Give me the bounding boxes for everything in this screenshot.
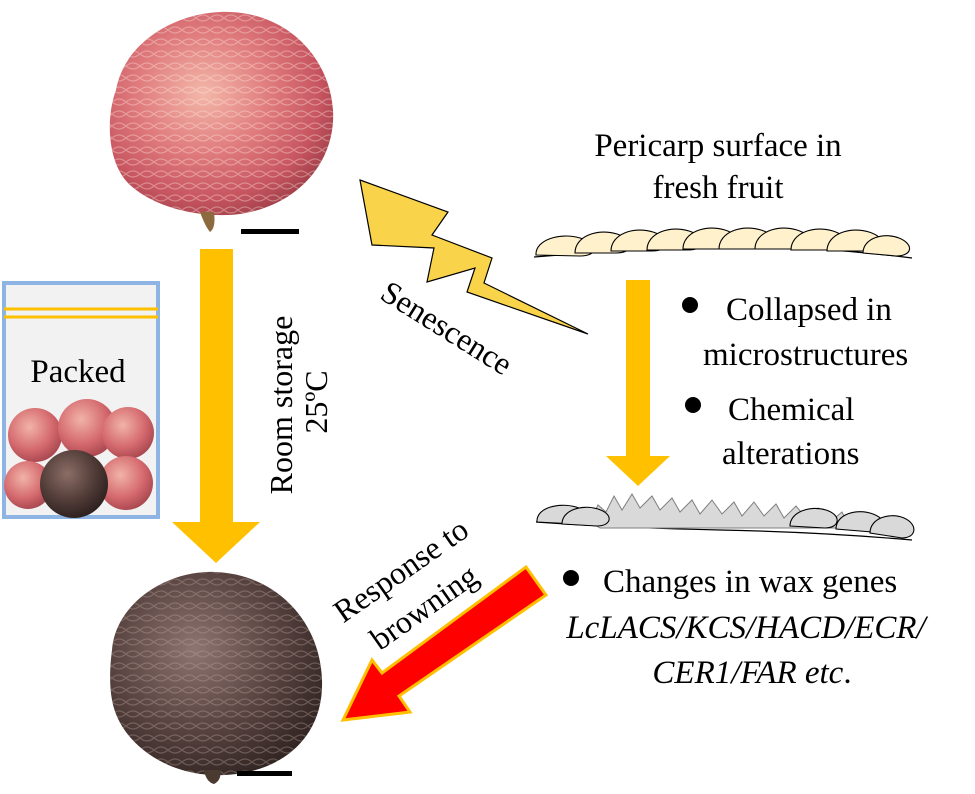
wax-genes-line2-end: . bbox=[843, 655, 851, 691]
browned-lychee-image bbox=[110, 571, 323, 784]
chemical-line1: Chemical bbox=[728, 392, 854, 428]
collapsed-line2: microstructures bbox=[703, 337, 908, 373]
bullet-icon-genes bbox=[563, 570, 579, 586]
collapsed-line1: Collapsed in bbox=[726, 292, 892, 328]
pericarp-change-arrow bbox=[606, 280, 670, 486]
scale-bar-bottom bbox=[237, 771, 292, 776]
wax-genes-line2: CER1/FAR etc. bbox=[652, 655, 851, 691]
pericarp-title-line1: Pericarp surface in bbox=[594, 128, 841, 164]
bullet-icon-collapsed bbox=[682, 297, 698, 313]
scale-bar-top bbox=[241, 229, 299, 234]
browning-response-arrow bbox=[340, 564, 549, 722]
pericarp-title-line2: fresh fruit bbox=[652, 170, 783, 206]
wax-genes-line2-italic: CER1/FAR etc bbox=[652, 655, 843, 691]
fresh-pericarp-cells bbox=[533, 227, 913, 259]
bullet-icon-chemical bbox=[685, 397, 701, 413]
packed-bag: Packed bbox=[2, 281, 160, 519]
packed-fruits bbox=[4, 399, 154, 518]
room-storage-arrow bbox=[172, 249, 260, 563]
damaged-pericarp-cells bbox=[535, 493, 915, 541]
fresh-lychee-image bbox=[109, 11, 334, 232]
chemical-line2: alterations bbox=[722, 436, 859, 472]
packed-label: Packed bbox=[30, 354, 126, 390]
wax-genes-line1: LcLACS/KCS/HACD/ECR/ bbox=[565, 610, 928, 646]
room-storage-label: Room storage bbox=[263, 316, 299, 495]
temperature-label: 25ºC bbox=[298, 370, 334, 433]
wax-genes-heading: Changes in wax genes bbox=[603, 564, 897, 600]
senescence-bolt-icon bbox=[359, 179, 589, 335]
